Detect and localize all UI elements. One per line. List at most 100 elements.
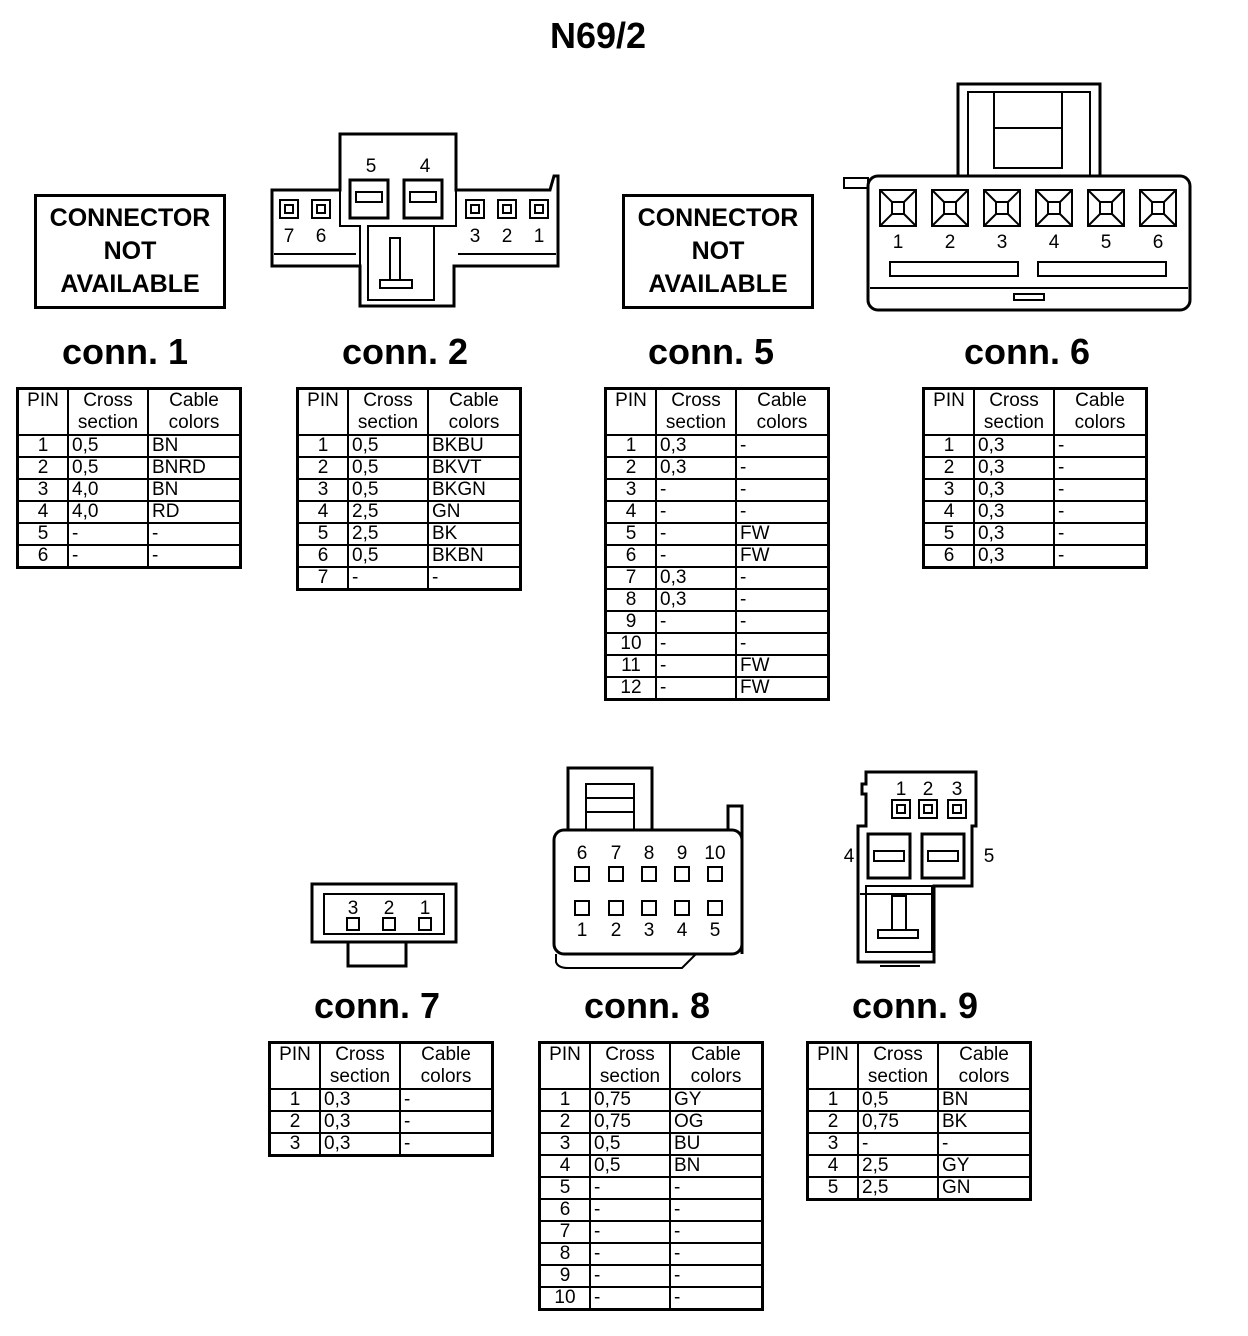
table-row: 10-- (538, 1286, 764, 1311)
pin-cell: 11 (604, 654, 657, 678)
pin-label: 1 (893, 232, 904, 253)
cross-section-cell: 0,3 (655, 456, 737, 480)
pin-cell: 1 (922, 434, 975, 458)
pin-cell: 6 (922, 544, 975, 569)
cable-color-cell: BU (669, 1132, 764, 1156)
header-cross-section: Cross section (655, 387, 737, 436)
cross-section-cell: 0,3 (973, 522, 1055, 546)
pin-label: 4 (420, 156, 431, 177)
cable-color-cell: BN (669, 1154, 764, 1178)
header-pin: PIN (268, 1041, 321, 1090)
pin-cell: 7 (604, 566, 657, 590)
table-row: 3-- (604, 478, 830, 502)
cable-color-cell: BN (147, 434, 242, 458)
cross-section-cell: 0,3 (655, 434, 737, 458)
pin-cell: 10 (604, 632, 657, 656)
header-pin: PIN (922, 387, 975, 436)
table-row: 5-- (16, 522, 242, 546)
header-pin: PIN (806, 1041, 859, 1090)
pin-cell: 2 (922, 456, 975, 480)
table-row: 6-- (16, 544, 242, 569)
cross-section-cell: 0,5 (347, 456, 429, 480)
pin-cell: 1 (296, 434, 349, 458)
cross-section-cell: 2,5 (347, 500, 429, 524)
connector-7-drawing: 3 2 1 (310, 882, 458, 968)
cable-color-cell: BKVT (427, 456, 522, 480)
cross-section-cell: 0,5 (347, 544, 429, 568)
cable-color-cell: BN (147, 478, 242, 502)
cross-section-cell: - (589, 1198, 671, 1222)
cable-color-cell: - (735, 500, 830, 524)
cable-color-cell: BK (937, 1110, 1032, 1134)
pin-label: 5 (366, 156, 377, 177)
cable-color-cell: RD (147, 500, 242, 524)
cable-color-cell: - (1053, 456, 1148, 480)
cross-section-cell: 2,5 (857, 1154, 939, 1178)
cross-section-cell: - (67, 544, 149, 569)
cross-section-cell: 0,5 (347, 434, 429, 458)
table-row: 12-FW (604, 676, 830, 701)
pin-cell: 1 (604, 434, 657, 458)
cable-color-cell: - (735, 478, 830, 502)
pin-cell: 7 (296, 566, 349, 591)
pin-cell: 4 (296, 500, 349, 524)
cable-color-cell: - (735, 632, 830, 656)
cable-color-cell: GN (427, 500, 522, 524)
connector-6-drawing: 1 2 3 4 5 6 (843, 82, 1192, 312)
header-cable-colors: Cable colors (147, 387, 242, 436)
table-row: 6-- (538, 1198, 764, 1222)
connector-9-drawing: 1 2 3 4 5 (844, 770, 994, 967)
cross-section-cell: 0,3 (973, 478, 1055, 502)
cross-section-cell: 0,75 (857, 1110, 939, 1134)
pin-label: 2 (945, 232, 956, 253)
pin-label: 3 (348, 898, 359, 919)
pin-label: 1 (577, 920, 588, 941)
pin-label: 1 (420, 898, 431, 919)
cable-color-cell: - (399, 1088, 494, 1112)
header-cross-section: Cross section (319, 1041, 401, 1090)
cable-color-cell: GY (669, 1088, 764, 1112)
table-row: 7-- (296, 566, 522, 591)
table-row: 5-- (538, 1176, 764, 1200)
header-cross-section: Cross section (973, 387, 1055, 436)
cable-color-cell: - (735, 566, 830, 590)
table-row: 8-- (538, 1242, 764, 1266)
table-row: 10-- (604, 632, 830, 656)
pin-label: 7 (284, 226, 295, 247)
pin-cell: 2 (538, 1110, 591, 1134)
header-cable-colors: Cable colors (735, 387, 830, 436)
cable-color-cell: - (147, 522, 242, 546)
pin-cell: 5 (538, 1176, 591, 1200)
pin-label: 1 (534, 226, 545, 247)
pin-cell: 4 (16, 500, 69, 524)
pin-cell: 2 (604, 456, 657, 480)
pin-cell: 5 (604, 522, 657, 546)
cross-section-cell: 2,5 (347, 522, 429, 546)
cross-section-cell: 0,5 (347, 478, 429, 502)
pin-cell: 3 (806, 1132, 859, 1156)
table-row: 7-- (538, 1220, 764, 1244)
header-cable-colors: Cable colors (427, 387, 522, 436)
page-title: N69/2 (549, 15, 647, 56)
connector-label: conn. 7 (313, 985, 441, 1026)
cable-color-cell: - (427, 566, 522, 591)
connector-label: conn. 5 (647, 331, 775, 372)
not-available-line: CONNECTOR (49, 204, 211, 232)
cable-color-cell: - (1053, 500, 1148, 524)
pin-cell: 6 (538, 1198, 591, 1222)
cross-section-cell: 2,5 (857, 1176, 939, 1201)
cross-section-cell: - (589, 1242, 671, 1266)
